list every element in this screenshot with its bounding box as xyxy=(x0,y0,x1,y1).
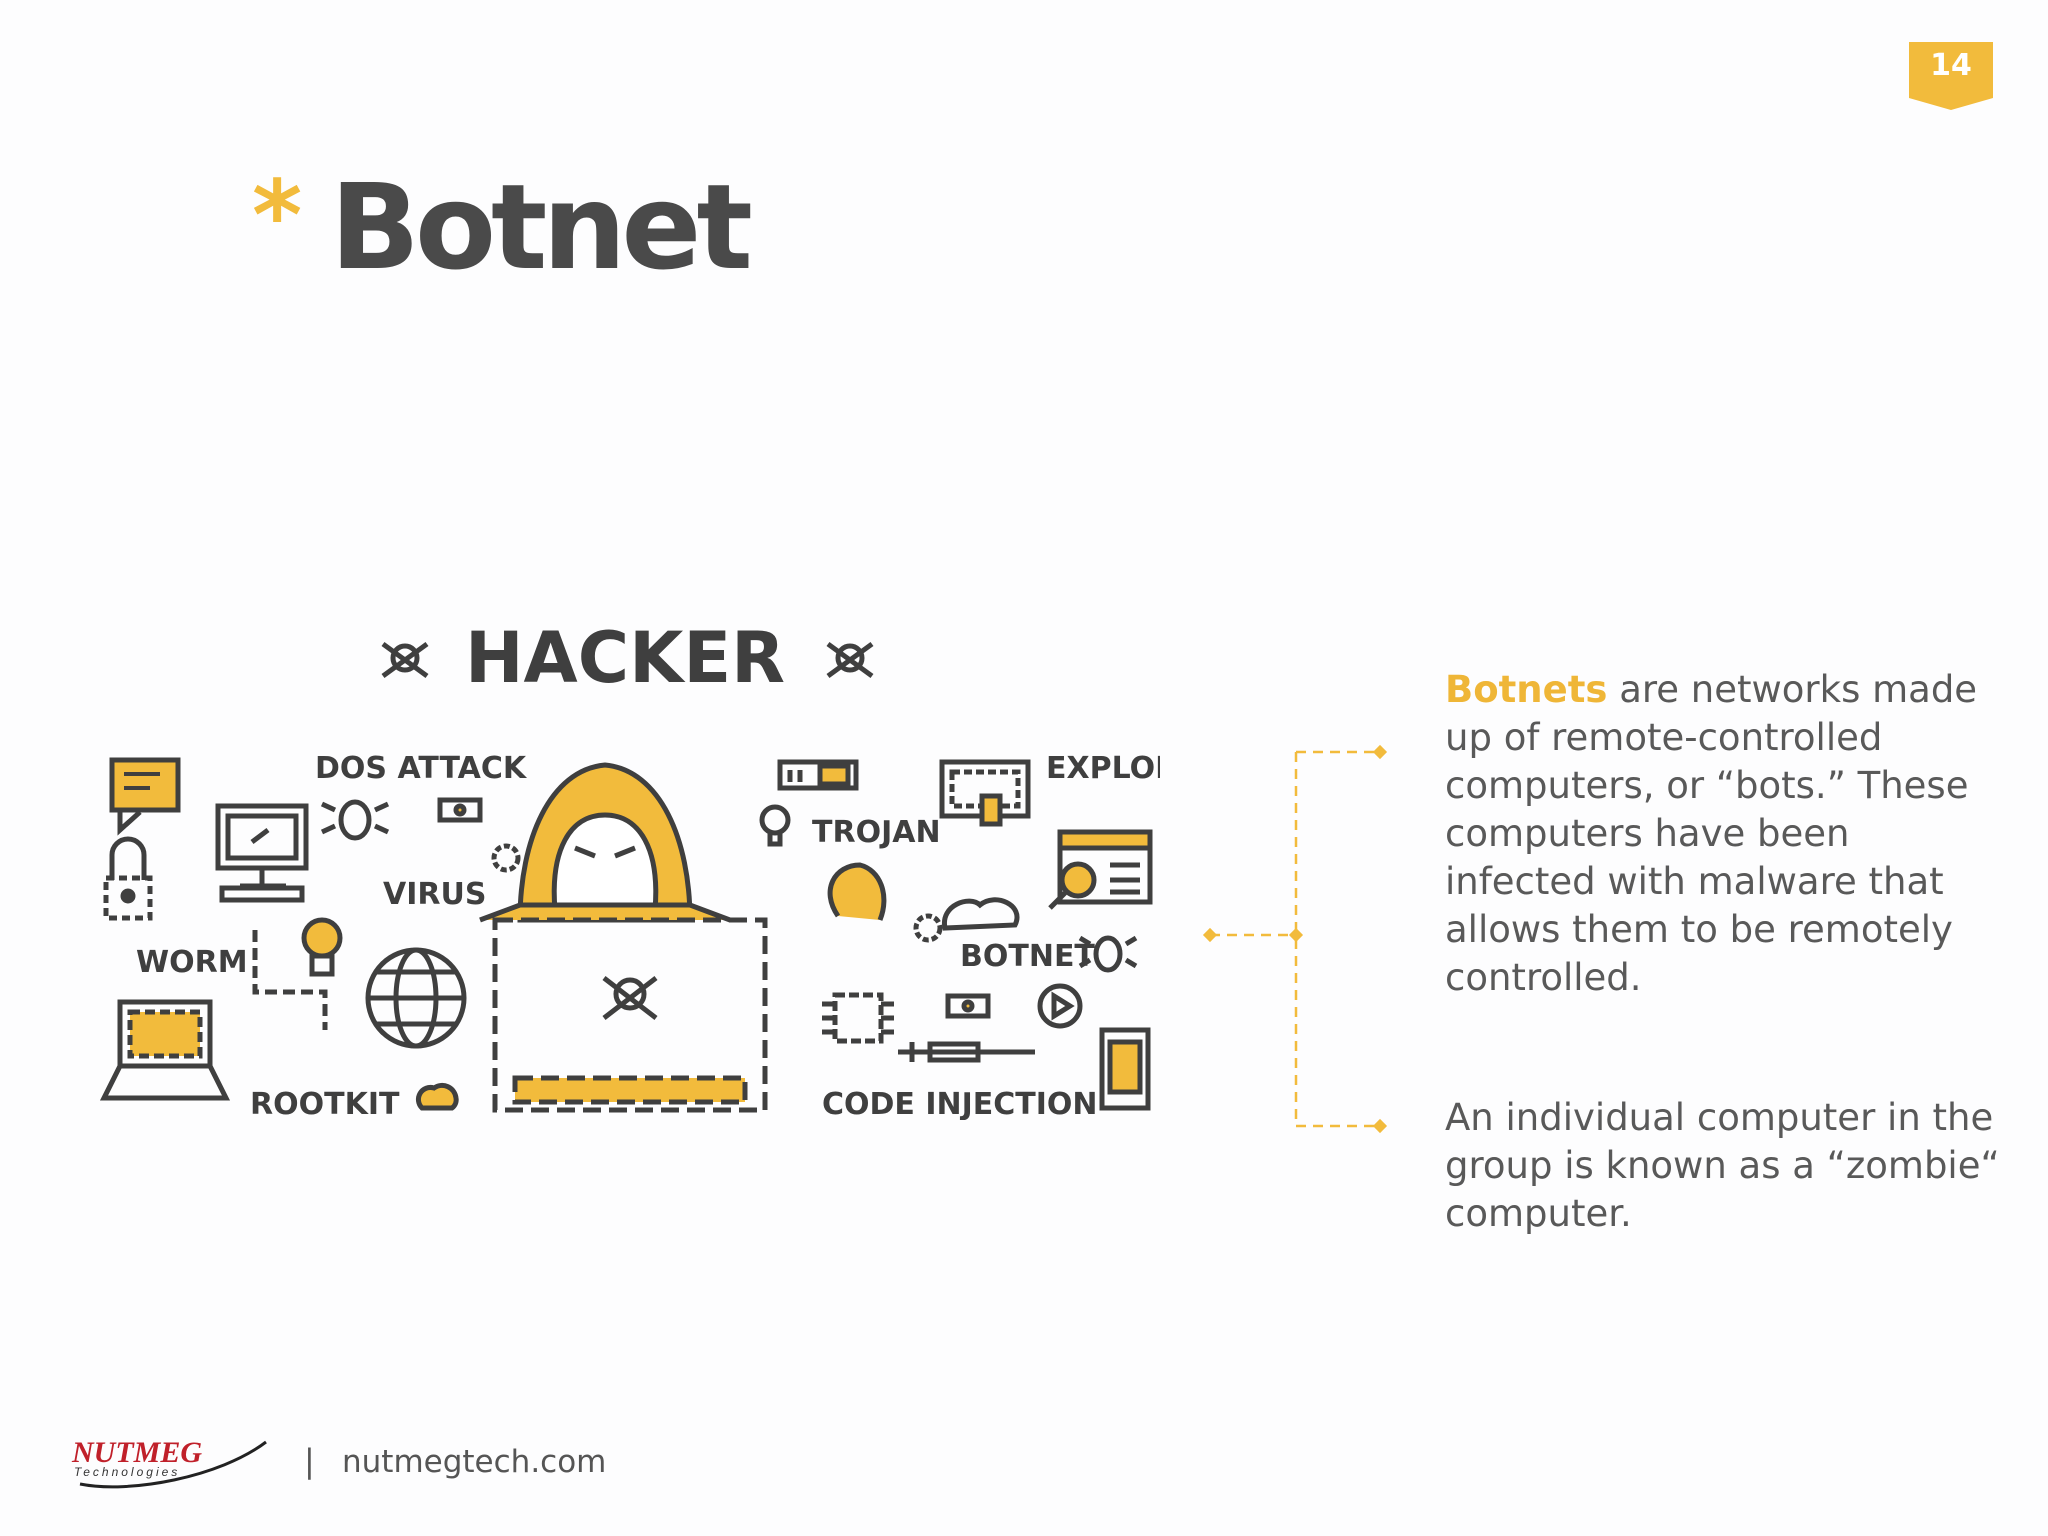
browser-search-icon xyxy=(1048,829,1153,910)
connector-dot xyxy=(1202,927,1218,943)
smartphone-icon xyxy=(1099,1027,1151,1111)
page-title: Botnet xyxy=(330,158,753,296)
monitor-icon xyxy=(215,803,309,903)
cloud-icon xyxy=(415,1082,459,1111)
bracket-connector xyxy=(1202,744,1388,1134)
logo-subtext: Technologies xyxy=(74,1465,180,1479)
skull-crossbones-icon xyxy=(826,641,874,679)
bug-icon xyxy=(320,799,390,841)
cash-icon xyxy=(437,797,483,823)
footer-separator: | xyxy=(304,1442,315,1480)
chip-icon xyxy=(822,992,894,1044)
battery-icon xyxy=(777,759,859,791)
botnet-highlight: Botnets xyxy=(1445,668,1608,711)
skull-crossbones-icon xyxy=(602,976,658,1020)
illustration-heading: HACKER xyxy=(465,620,785,699)
gear-icon xyxy=(913,913,943,943)
footer-url[interactable]: nutmegtech.com xyxy=(342,1444,607,1480)
label-exploit: EXPLOIT xyxy=(1046,751,1160,786)
brain-cloud-icon xyxy=(942,897,1020,931)
hooded-hacker-icon xyxy=(479,762,731,923)
zombie-definition: An individual computer in the group is k… xyxy=(1445,1096,2000,1235)
label-rootkit: ROOTKIT xyxy=(250,1087,400,1120)
connector-dot xyxy=(1372,1118,1388,1134)
hacker-laptop-icon xyxy=(492,917,768,1113)
nutmeg-logo: NUTMEG Technologies xyxy=(71,1436,267,1489)
laptop-icon xyxy=(100,999,231,1101)
skull-crossbones-icon xyxy=(381,641,429,679)
page-number-badge-shape xyxy=(1909,42,1993,110)
hacker-illustration: HACKER DOS ATTACK VIRUS WORM xyxy=(100,620,1160,1120)
label-worm: WORM xyxy=(136,945,248,980)
chat-bubble-icon xyxy=(109,757,181,836)
connector-dot xyxy=(1288,927,1304,943)
page-number: 14 xyxy=(1930,48,1972,83)
lightbulb-icon xyxy=(301,917,343,977)
cash-icon xyxy=(945,993,991,1019)
circuit-line xyxy=(252,930,328,1030)
logo-text: NUTMEG xyxy=(71,1436,202,1469)
horse-chess-icon xyxy=(827,862,887,921)
botnet-definition: Botnets are networks made up of remote-c… xyxy=(1445,666,2005,1002)
play-circle-icon xyxy=(1037,983,1083,1029)
connector-dot xyxy=(1372,744,1388,760)
label-code-injection: CODE INJECTION xyxy=(822,1087,1098,1120)
title-bullet: * xyxy=(252,160,303,272)
label-trojan: TROJAN xyxy=(812,815,941,850)
tablet-touch-icon xyxy=(939,759,1031,827)
label-dos-attack: DOS ATTACK xyxy=(315,751,528,786)
label-botnet: BOTNET xyxy=(960,939,1095,974)
globe-icon xyxy=(365,947,467,1049)
lightbulb-outline-icon xyxy=(759,804,791,847)
label-virus: VIRUS xyxy=(383,877,486,912)
padlock-icon xyxy=(103,836,153,921)
syringe-icon xyxy=(898,1041,1035,1063)
gear-icon xyxy=(491,843,521,873)
botnet-definition-text: are networks made up of remote-controlle… xyxy=(1445,668,1978,999)
bug-icon xyxy=(1078,935,1138,973)
